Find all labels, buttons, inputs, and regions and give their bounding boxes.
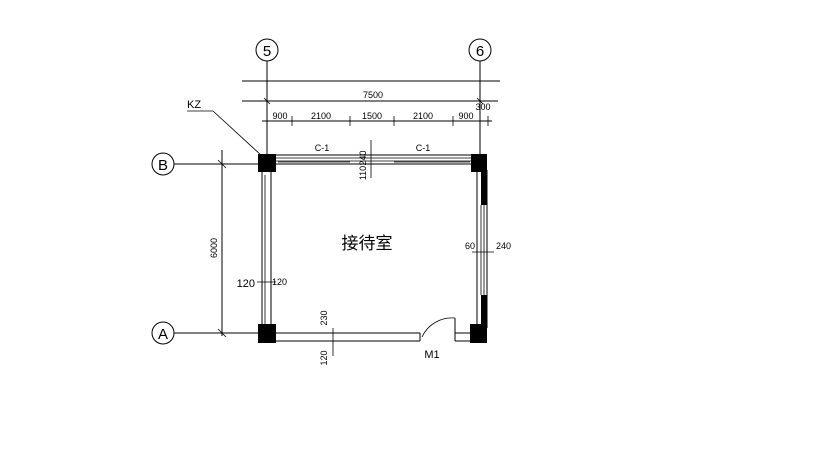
column-bottom-left [258,324,276,343]
dim-vertical: 6000 [209,238,219,258]
columns [258,154,487,343]
door-m1: M1 [419,317,456,361]
door-label: M1 [424,349,439,361]
window-right-label: C-1 [416,143,431,153]
dim-overall: 7500 [363,90,383,100]
column-top-right [471,154,487,172]
room-name: 接待室 [342,234,393,254]
axis-6-marker: 6 [468,38,492,160]
dim-seg6: 300 [475,102,490,112]
column-bottom-right [470,324,487,343]
top-wall-dims: 240 110 [358,140,372,180]
wall-right-lower [481,295,487,325]
window-c1-right: C-1 [394,143,470,163]
dim-left-120a: 120 [237,278,255,290]
dim-seg2: 2100 [311,111,331,121]
dim-bottom-120: 120 [319,350,329,365]
left-wall-dims: 120 120 [237,277,287,290]
axis-5-marker: 5 [255,38,279,160]
axis-a-label: A [158,326,168,343]
axis-a-marker: A [151,321,262,345]
overall-dimension: 7500 [242,80,500,105]
wall-right-upper [481,170,487,205]
column-top-left [258,154,276,172]
dim-top-110: 110 [358,166,368,180]
dim-right-240: 240 [496,241,511,251]
dim-left-120b: 120 [272,277,287,287]
axis-b-marker: B [151,152,262,176]
dim-seg5: 900 [458,111,473,121]
vertical-dimension: 6000 [209,150,227,338]
dim-top-240: 240 [358,150,368,165]
dim-seg4: 2100 [413,111,433,121]
axis-5-label: 5 [263,43,271,60]
window-c1-left: C-1 [278,143,350,163]
axis-b-label: B [158,157,168,174]
dim-seg1: 900 [272,111,287,121]
axis-6-label: 6 [476,43,484,60]
dim-bottom-230: 230 [319,310,329,325]
kz-callout: KZ [187,99,263,157]
dim-seg3: 1500 [362,111,382,121]
kz-label: KZ [187,99,201,111]
right-wall-dims: 60 240 [465,241,511,253]
window-left-label: C-1 [315,143,330,153]
bottom-wall-dims: 230 120 [319,310,334,366]
segment-dimensions: 900 2100 1500 2100 900 300 [262,102,492,126]
dim-right-60: 60 [465,241,475,251]
